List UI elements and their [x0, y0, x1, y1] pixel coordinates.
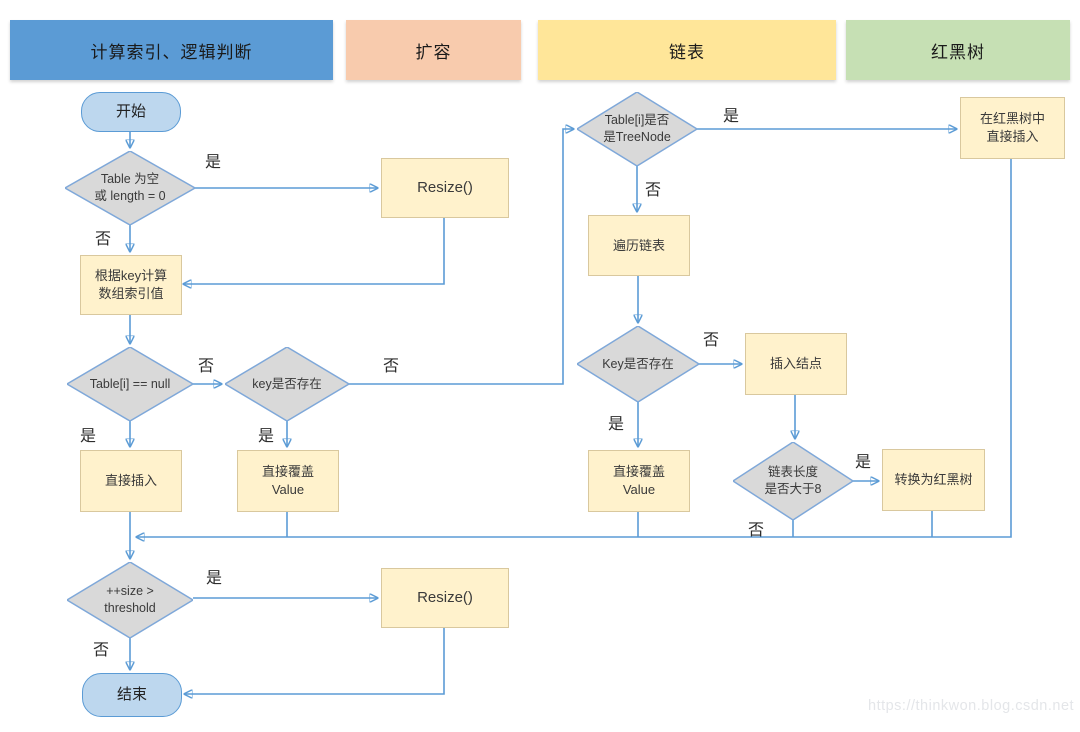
- edge-label-yes: 是: [205, 154, 222, 171]
- process-resize-1: Resize(): [381, 158, 509, 218]
- watermark-url: https://thinkwon.blog.csdn.net: [868, 698, 1075, 714]
- edge-label-yes: 是: [206, 570, 223, 587]
- process-rbt-insert: 在红黑树中 直接插入: [960, 97, 1065, 159]
- diamond-shape: [225, 347, 349, 421]
- edge-label-yes: 是: [723, 108, 740, 125]
- start-terminator: 开始: [81, 92, 181, 132]
- edge-label-no: 否: [93, 642, 110, 659]
- process-overwrite-value-2: 直接覆盖 Value: [588, 450, 690, 512]
- edge-label-no: 否: [95, 231, 112, 248]
- decision-label: Key是否存在: [602, 356, 674, 371]
- diamond-shape: [733, 442, 853, 520]
- edge-label-yes: 是: [855, 454, 872, 471]
- lane-header-linkedlist: 链表: [538, 20, 836, 80]
- process-overwrite-value-1: 直接覆盖 Value: [237, 450, 339, 512]
- decision-label: 链表长度 是否大于8: [764, 465, 822, 496]
- lane-header-index-logic: 计算索引、逻辑判断: [10, 20, 333, 80]
- edge-label-no: 否: [383, 358, 400, 375]
- lane-header-resize: 扩容: [346, 20, 521, 80]
- process-insert-direct: 直接插入: [80, 450, 182, 512]
- process-traverse-list: 遍历链表: [588, 215, 690, 276]
- decision-size-gt-threshold: ++size > threshold: [67, 562, 193, 638]
- decision-label: Table[i]是否 是TreeNode: [603, 113, 671, 144]
- process-convert-to-rbt: 转换为红黑树: [882, 449, 985, 511]
- edge-label-no: 否: [703, 332, 720, 349]
- process-calc-index: 根据key计算 数组索引值: [80, 255, 182, 315]
- end-terminator: 结束: [82, 673, 182, 717]
- decision-label: ++size > threshold: [104, 584, 156, 615]
- decision-table-empty: Table 为空 或 length = 0: [65, 151, 195, 225]
- process-insert-node: 插入结点: [745, 333, 847, 395]
- edge-label-yes: 是: [80, 428, 97, 445]
- decision-label: Table 为空 或 length = 0: [94, 172, 166, 203]
- edge-label-yes: 是: [258, 428, 275, 445]
- decision-key-exists-1: key是否存在: [225, 347, 349, 421]
- diamond-shape: [67, 562, 193, 638]
- decision-is-treenode: Table[i]是否 是TreeNode: [577, 92, 697, 166]
- edge-label-yes: 是: [608, 416, 625, 433]
- diamond-shape: [577, 326, 699, 402]
- diamond-shape: [577, 92, 697, 166]
- diamond-shape: [65, 151, 195, 225]
- lane-header-redblacktree: 红黑树: [846, 20, 1070, 80]
- decision-table-i-null: Table[i] == null: [67, 347, 193, 421]
- decision-label: Table[i] == null: [89, 376, 171, 391]
- decision-label: key是否存在: [252, 376, 322, 391]
- process-resize-2: Resize(): [381, 568, 509, 628]
- edge-label-no: 否: [748, 522, 765, 539]
- edge-label-no: 否: [198, 358, 215, 375]
- diamond-shape: [67, 347, 193, 421]
- decision-key-exists-2: Key是否存在: [577, 326, 699, 402]
- edge-label-no: 否: [645, 182, 662, 199]
- decision-list-length-gt8: 链表长度 是否大于8: [733, 442, 853, 520]
